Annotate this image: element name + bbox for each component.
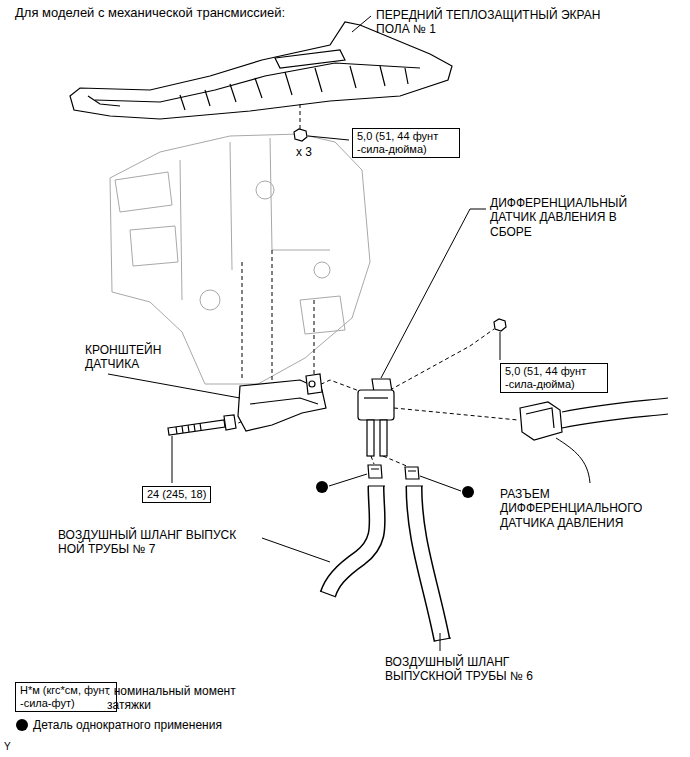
sensor-bracket	[238, 374, 326, 431]
part-label: ВОЗДУШНЫЙ ШЛАНГ ВЫПУСК НОЙ ТРУБЫ № 7	[58, 528, 253, 557]
part-label: ДИФФЕРЕНЦИАЛЬНЫЙ ДАТЧИК ДАВЛЕНИЯ В СБОРЕ	[490, 196, 640, 239]
leader-lines	[108, 16, 590, 651]
hose-end	[320, 486, 451, 641]
title-block: Для моделей с механической трансмиссией:	[15, 5, 285, 21]
leader	[381, 209, 486, 378]
dot	[462, 486, 474, 498]
connector-body	[520, 402, 562, 440]
torque-value: Н*м (кгс*см, фунт -сила-фут)	[20, 684, 112, 710]
sensor-pipe	[380, 420, 387, 456]
sensor-body	[358, 390, 394, 420]
wire	[562, 398, 668, 428]
legend-entry: : номинальный момент затяжки	[107, 684, 247, 713]
quantity-label: x 3	[296, 145, 312, 159]
legend-text: Деталь однократного применения	[33, 718, 222, 732]
housing-boss	[200, 290, 220, 310]
housing-pads	[130, 226, 345, 334]
part-label: РАЗЪЕМ ДИФФЕРЕНЦИАЛЬНОГО ДАТЧИКА ДАВЛЕНИ…	[500, 487, 660, 530]
leader	[352, 16, 371, 32]
part-label: ДИФФЕРЕНЦИАЛЬНЫЙ ДАТЧИК ДАВЛЕНИЯ В СБОРЕ	[490, 196, 640, 239]
part-label: ВОЗДУШНЫЙ ШЛАНГ ВЫПУСКНОЙ ТРУБЫ № 6	[385, 655, 565, 684]
pressure-sensor	[358, 379, 394, 456]
bolt-thread	[176, 423, 201, 434]
torque-value: 5,0 (51, 44 фунт -сила-дюйма)	[357, 130, 455, 156]
nut	[294, 129, 307, 141]
sensor-edge	[364, 397, 388, 398]
torque-value: 24 (245, 18)	[147, 488, 206, 501]
part-label: ПЕРЕДНИЙ ТЕПЛОЗАЩИТНЫЙ ЭКРАН ПОЛА № 1	[376, 8, 626, 37]
shield-edge	[95, 63, 420, 102]
housing-ribs	[180, 138, 330, 300]
hose-fill	[328, 486, 377, 594]
shield-slot	[275, 50, 345, 68]
hose-outline	[328, 486, 377, 594]
part-label: ВОЗДУШНЫЙ ШЛАНГ ВЫПУСКНОЙ ТРУБЫ № 6	[385, 655, 565, 684]
bolt-shank	[168, 420, 225, 435]
torque-value: 5,0 (51, 44 фунт -сила-дюйма)	[505, 365, 603, 391]
sensor-pipe	[367, 420, 374, 456]
mark-leader	[329, 474, 461, 491]
leader	[108, 374, 240, 398]
housing-boss	[314, 262, 330, 278]
leader	[308, 136, 349, 140]
dot	[316, 481, 328, 493]
alignment-lines	[232, 104, 518, 467]
dash-line	[314, 300, 315, 374]
corner-mark: Y	[4, 741, 11, 753]
leader	[262, 538, 330, 562]
shield-ribs	[180, 66, 408, 110]
legend-torque-box: Н*м (кгс*см, фунт -сила-фут)	[15, 682, 117, 712]
shield-flange	[88, 96, 120, 106]
hose-clip	[368, 465, 419, 479]
dash-line	[300, 104, 301, 129]
dash-line	[390, 329, 494, 390]
corner-mark: Y	[4, 741, 11, 753]
dash-line	[272, 250, 273, 380]
hose-outline	[414, 486, 442, 640]
part-label: ПЕРЕДНИЙ ТЕПЛОЗАЩИТНЫЙ ЭКРАН ПОЛА № 1	[376, 8, 626, 37]
clip	[405, 467, 419, 479]
dash-line	[242, 262, 243, 380]
single-use-mark	[316, 481, 474, 498]
sensor-connector	[520, 398, 668, 440]
torque-box: 5,0 (51, 44 фунт -сила-дюйма)	[500, 363, 608, 393]
housing-boss	[256, 181, 274, 199]
hose-fill	[414, 486, 442, 640]
air-hose	[320, 486, 451, 641]
diagram-title: Для моделей с механической трансмиссией:	[15, 5, 285, 21]
quantity-label: x 3	[296, 145, 312, 159]
dash-line	[394, 408, 518, 420]
leader	[172, 436, 173, 483]
part-label: КРОНШТЕЙН ДАТЧИКА	[85, 343, 185, 372]
part-label: ВОЗДУШНЫЙ ШЛАНГ ВЫПУСК НОЙ ТРУБЫ № 7	[58, 528, 253, 557]
bracket-hole	[309, 381, 315, 387]
connector-edge	[526, 408, 554, 428]
leader	[500, 332, 501, 360]
heat-shield	[70, 22, 452, 119]
nut	[494, 319, 506, 331]
legend-dot	[16, 719, 28, 731]
legend-text: : номинальный момент затяжки	[107, 684, 247, 713]
bolt-head	[224, 415, 236, 430]
nut-symbol	[294, 129, 506, 331]
torque-box: 5,0 (51, 44 фунт -сила-дюйма)	[352, 128, 460, 158]
bracket-tab	[306, 374, 322, 394]
clip	[368, 465, 382, 478]
part-label: КРОНШТЕЙН ДАТЧИКА	[85, 343, 185, 372]
bracket-edge	[250, 398, 318, 404]
housing-block	[115, 172, 172, 212]
legend-entry: Деталь однократного применения	[33, 718, 222, 732]
leader	[556, 438, 590, 483]
part-label: РАЗЪЕМ ДИФФЕРЕНЦИАЛЬНОГО ДАТЧИКА ДАВЛЕНИ…	[500, 487, 660, 530]
shield-body	[70, 22, 452, 119]
bolt-symbol	[168, 415, 236, 435]
leader	[440, 633, 441, 651]
torque-box: 24 (245, 18)	[142, 486, 211, 503]
